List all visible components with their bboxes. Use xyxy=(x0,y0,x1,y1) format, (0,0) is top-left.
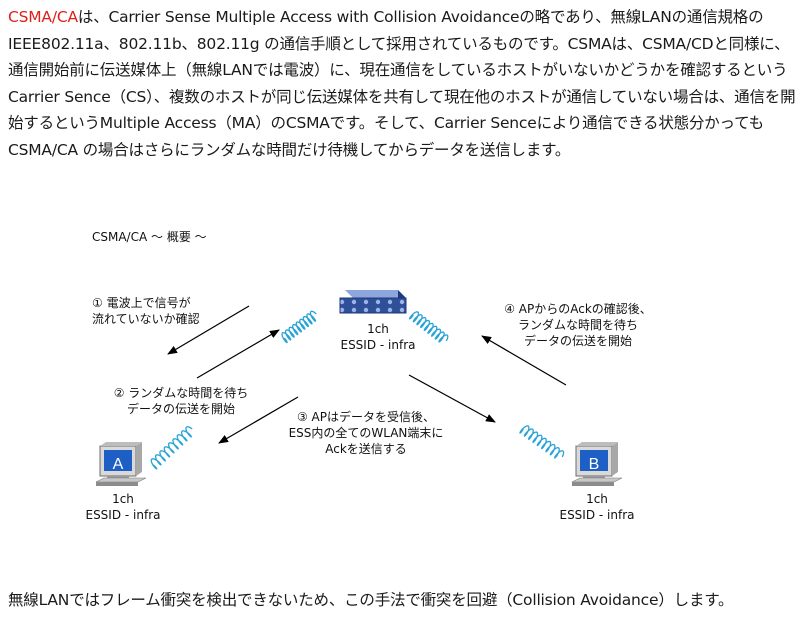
host-b-essid: ESSID - infra xyxy=(559,508,635,522)
arrow-step3-ack-to-b xyxy=(408,374,496,423)
step4-label: ④ APからのAckの確認後、 ランダムな時間を待ち データの伝送を開始 xyxy=(488,301,668,349)
step2-line1: ② ランダムな時間を待ち xyxy=(113,386,249,400)
csma-ca-term: CSMA/CA xyxy=(8,8,78,26)
step3-line2: ESS内の全てのWLAN端末に xyxy=(288,426,444,440)
host-b-label: 1ch ESSID - infra xyxy=(552,491,642,523)
step3-label: ③ APはデータを受信後、 ESS内の全てのWLAN端末に Ackを送信する xyxy=(276,409,456,457)
host-b-letter: B xyxy=(589,456,600,473)
intro-text: は、Carrier Sense Multiple Access with Col… xyxy=(8,8,796,159)
access-point-icon xyxy=(339,290,407,314)
host-b-computer-icon xyxy=(571,442,623,486)
host-a-channel: 1ch xyxy=(112,492,134,506)
diagram-canvas: A B xyxy=(95,290,623,486)
radio-wave-host-b xyxy=(519,425,565,459)
step1-label: ① 電波上で信号が 流れていないか確認 xyxy=(92,295,200,327)
step4-line1: ④ APからのAckの確認後、 xyxy=(504,302,652,316)
step2-label: ② ランダムな時間を待ち データの伝送を開始 xyxy=(96,385,266,417)
ap-channel: 1ch xyxy=(367,322,389,336)
host-a-letter: A xyxy=(113,456,124,473)
arrow-step3-ack-to-a xyxy=(218,396,299,444)
radio-wave-ap-right xyxy=(408,311,449,343)
step3-line3: Ackを送信する xyxy=(325,442,407,456)
diagram-title: CSMA/CA 〜 概要 〜 xyxy=(92,230,207,244)
step1-line2: 流れていないか確認 xyxy=(92,312,200,326)
radio-wave-ap-left xyxy=(281,310,317,344)
host-b-channel: 1ch xyxy=(586,492,608,506)
step1-line1: ① 電波上で信号が xyxy=(92,296,191,310)
step4-line2: ランダムな時間を待ち xyxy=(517,318,638,332)
step3-line1: ③ APはデータを受信後、 xyxy=(296,410,436,424)
csma-ca-diagram: A B CSMA/CA 〜 概要 〜 1ch ESSID - infra 1ch… xyxy=(0,210,808,550)
host-a-essid: ESSID - infra xyxy=(85,508,161,522)
host-a-label: 1ch ESSID - infra xyxy=(78,491,168,523)
intro-paragraph: CSMA/CAは、Carrier Sense Multiple Access w… xyxy=(8,4,800,163)
radio-wave-host-a xyxy=(150,426,193,470)
arrow-step2-send xyxy=(196,329,280,379)
step2-line2: データの伝送を開始 xyxy=(126,402,235,416)
radio-wave-icons xyxy=(150,310,565,470)
ap-essid: ESSID - infra xyxy=(340,338,416,352)
arrow-step1-check xyxy=(167,305,250,355)
ap-label: 1ch ESSID - infra xyxy=(338,321,418,353)
host-a-computer-icon xyxy=(95,442,147,486)
arrow-step4-send xyxy=(481,335,567,386)
step4-line3: データの伝送を開始 xyxy=(523,334,632,348)
outro-paragraph: 無線LANではフレーム衝突を検出できないため、この手法で衝突を回避（Collis… xyxy=(8,591,734,609)
